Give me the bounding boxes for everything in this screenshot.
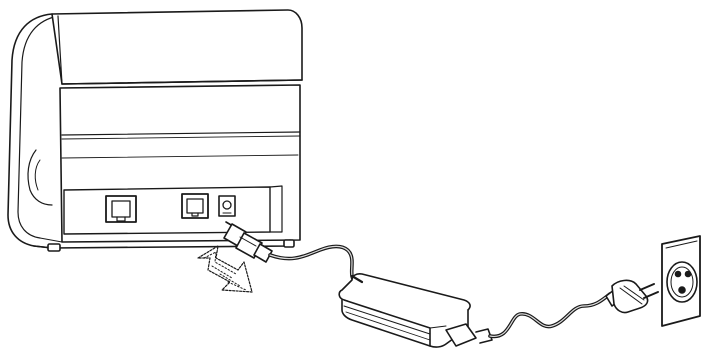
dc-power-port-icon [219, 196, 235, 216]
ac-mains-plug-icon [606, 280, 658, 312]
dc-cable [270, 246, 356, 282]
thermal-printer-rear-icon [8, 10, 302, 251]
wall-socket-icon [662, 236, 700, 326]
rj11-port-icon [182, 194, 208, 218]
rj45-port-icon [106, 196, 136, 222]
ac-cable [446, 294, 610, 346]
